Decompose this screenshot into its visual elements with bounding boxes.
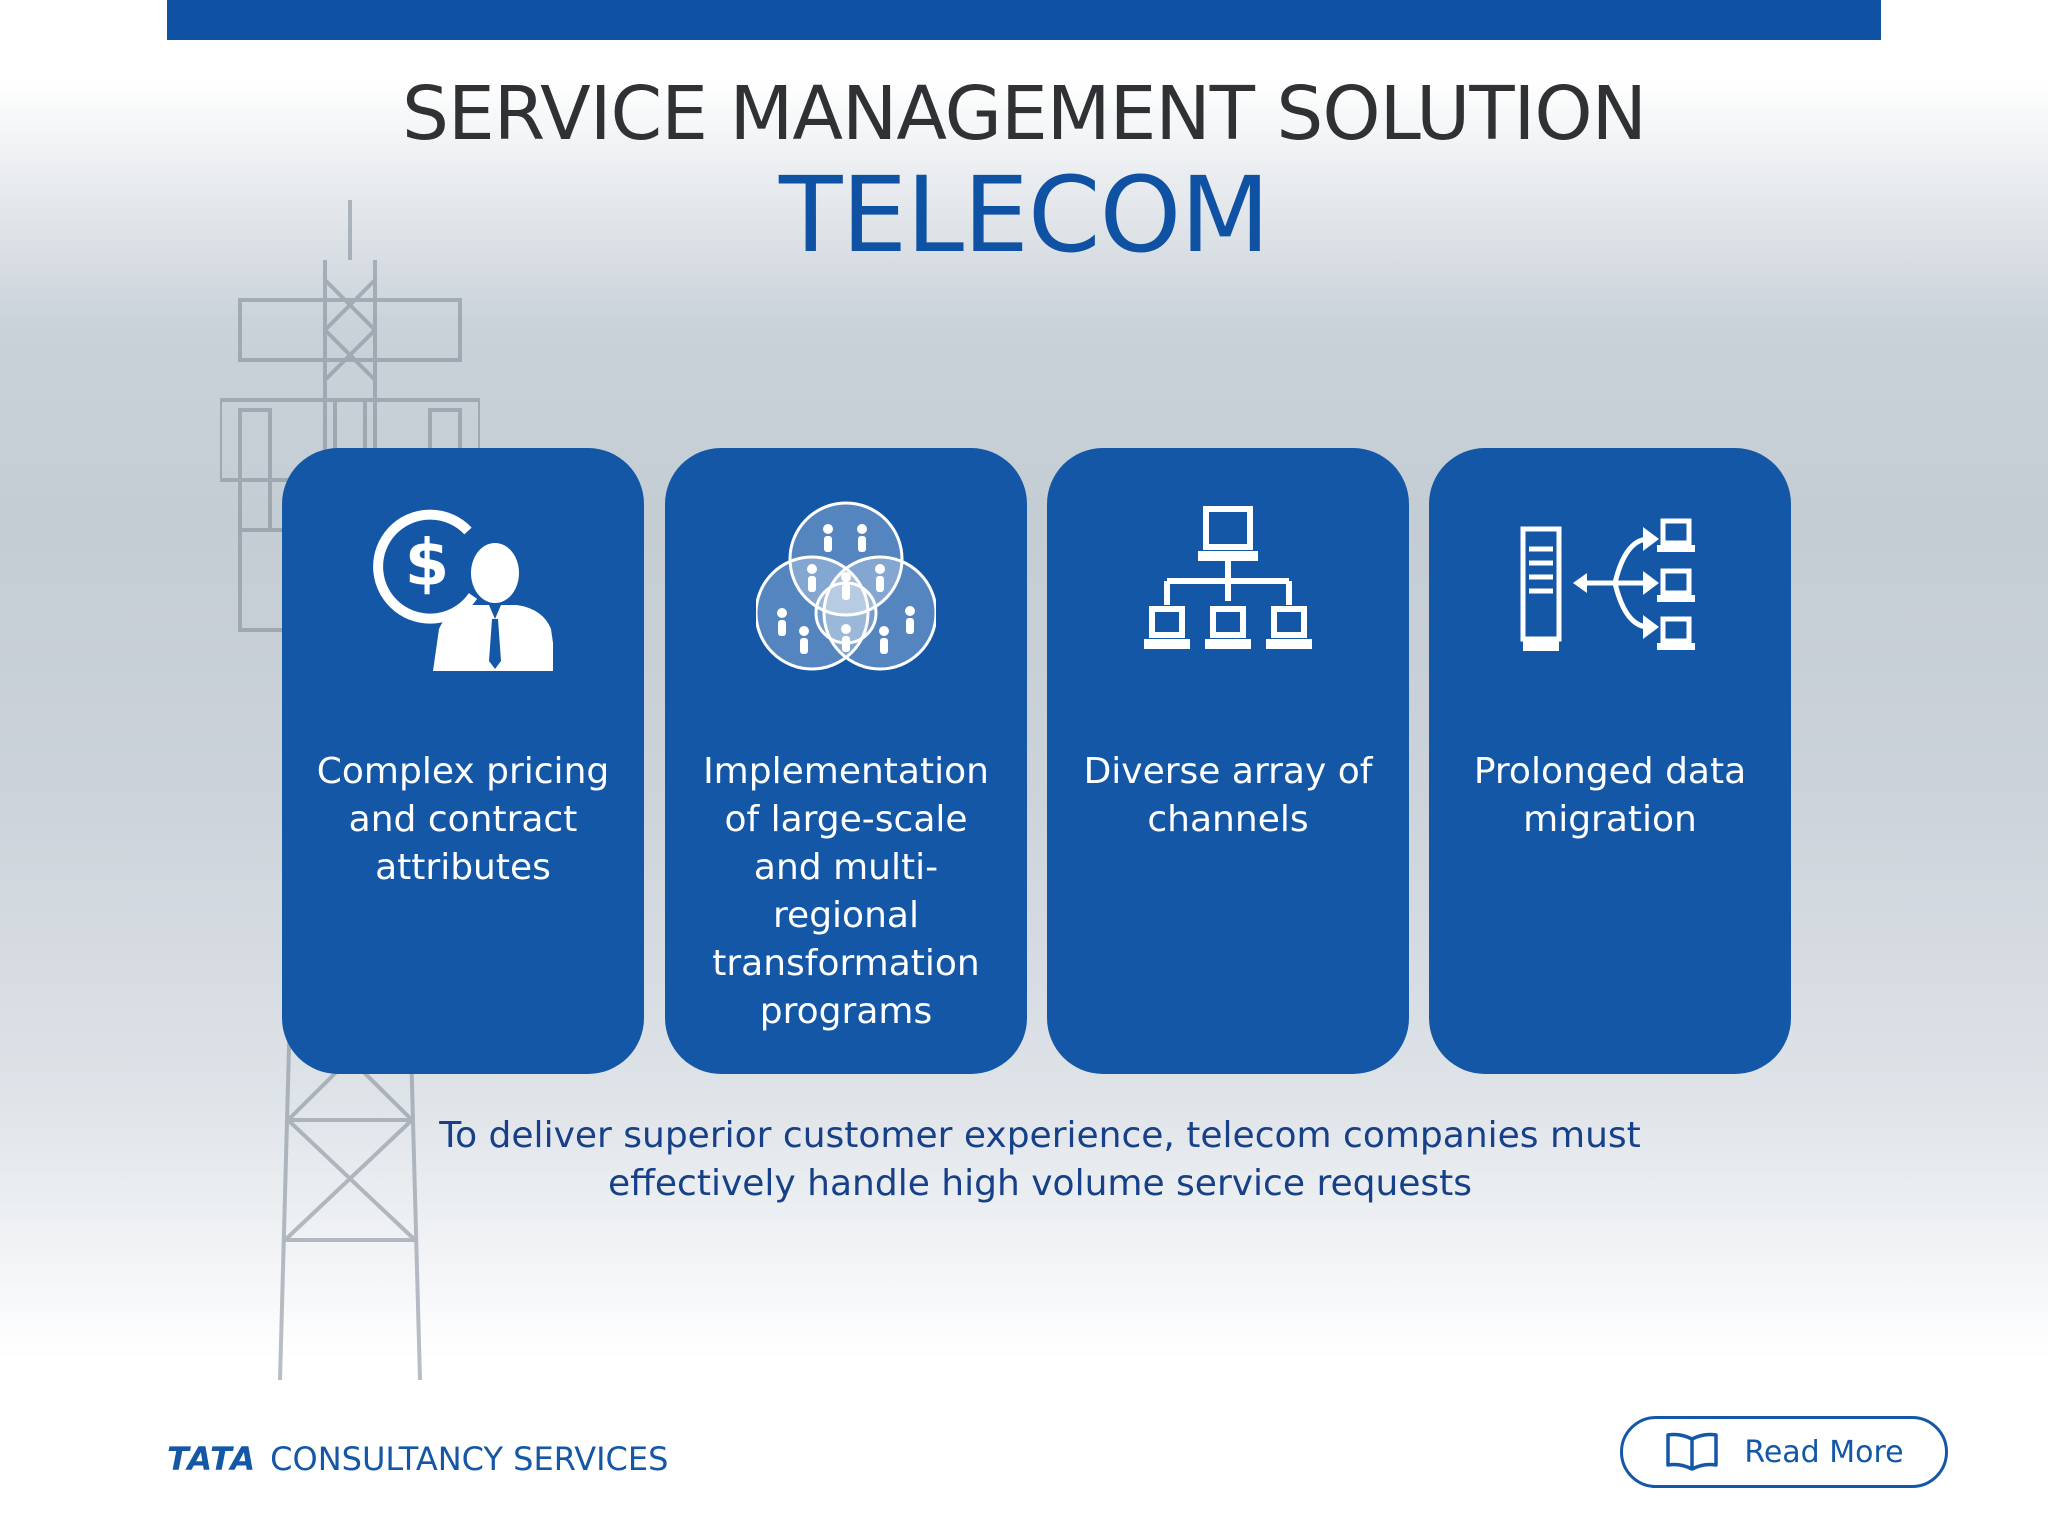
top-accent-bar <box>167 0 1881 40</box>
open-book-icon <box>1666 1432 1719 1471</box>
brand-tata: TATA <box>167 1440 257 1478</box>
card-migration: Prolonged data migration <box>1429 448 1791 1074</box>
card-pricing: $ Complex pricing and contract attribute… <box>282 448 644 1074</box>
card-implementation: Implementation of large-scale and multi-… <box>665 448 1027 1074</box>
read-more-label: Read More <box>1744 1434 1904 1470</box>
card-channels: Diverse array of channels <box>1047 448 1409 1074</box>
card-text: Complex pricing and contract attributes <box>316 751 610 888</box>
brand-name: CONSULTANCY SERVICES <box>270 1440 669 1478</box>
page-subtitle: TELECOM <box>778 154 1270 276</box>
server-migration-icon <box>1429 496 1791 676</box>
card-text: Prolonged data migration <box>1473 751 1747 840</box>
summary-text: To deliver superior customer experience,… <box>439 1115 1641 1204</box>
dollar-person-icon: $ <box>282 496 644 676</box>
network-computers-icon <box>1047 496 1409 676</box>
svg-text:$: $ <box>405 527 450 601</box>
page-title: SERVICE MANAGEMENT SOLUTION <box>402 71 1647 157</box>
challenge-cards: $ Complex pricing and contract attribute… <box>282 448 1792 1074</box>
read-more-button[interactable]: Read More <box>1620 1416 1948 1488</box>
card-text: Diverse array of channels <box>1083 751 1373 840</box>
card-text: Implementation of large-scale and multi-… <box>703 751 989 1032</box>
brand-logo: TATA CONSULTANCY SERVICES <box>167 1435 668 1483</box>
people-circles-icon <box>665 496 1027 676</box>
